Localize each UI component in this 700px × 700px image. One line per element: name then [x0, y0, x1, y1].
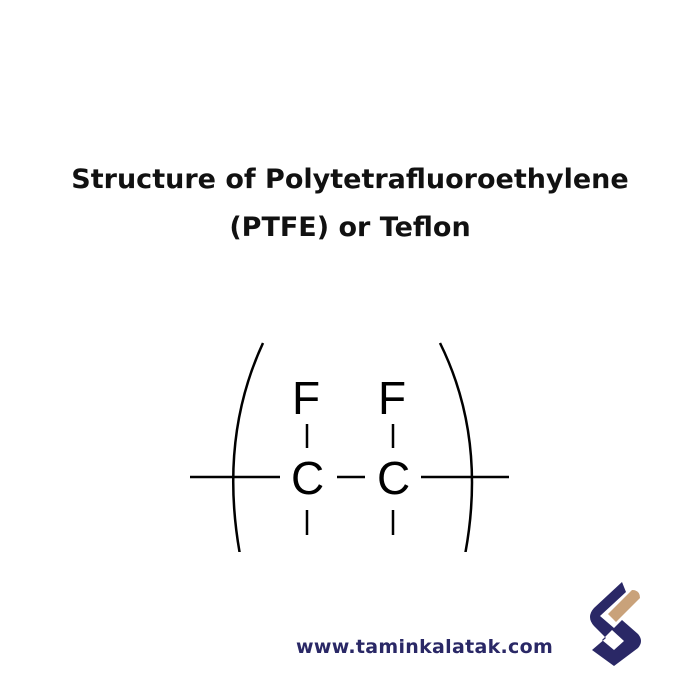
atom-f-top-right: F [378, 372, 406, 424]
title-line-2: (PTFE) or Teflon [229, 212, 471, 243]
title-line-1: Structure of Polytetrafluoroethylene [71, 164, 629, 195]
atom-f-bottom-left: F [292, 545, 320, 597]
right-bracket [438, 342, 474, 552]
taminkalatak-logo [590, 582, 641, 666]
left-bracket [232, 342, 265, 552]
atom-c-left: C [291, 452, 324, 504]
atom-f-top-left: F [292, 372, 320, 424]
atom-c-right: C [377, 452, 410, 504]
atom-f-bottom-right: F [378, 545, 406, 597]
website-url: www.taminkalatak.com [296, 636, 554, 658]
